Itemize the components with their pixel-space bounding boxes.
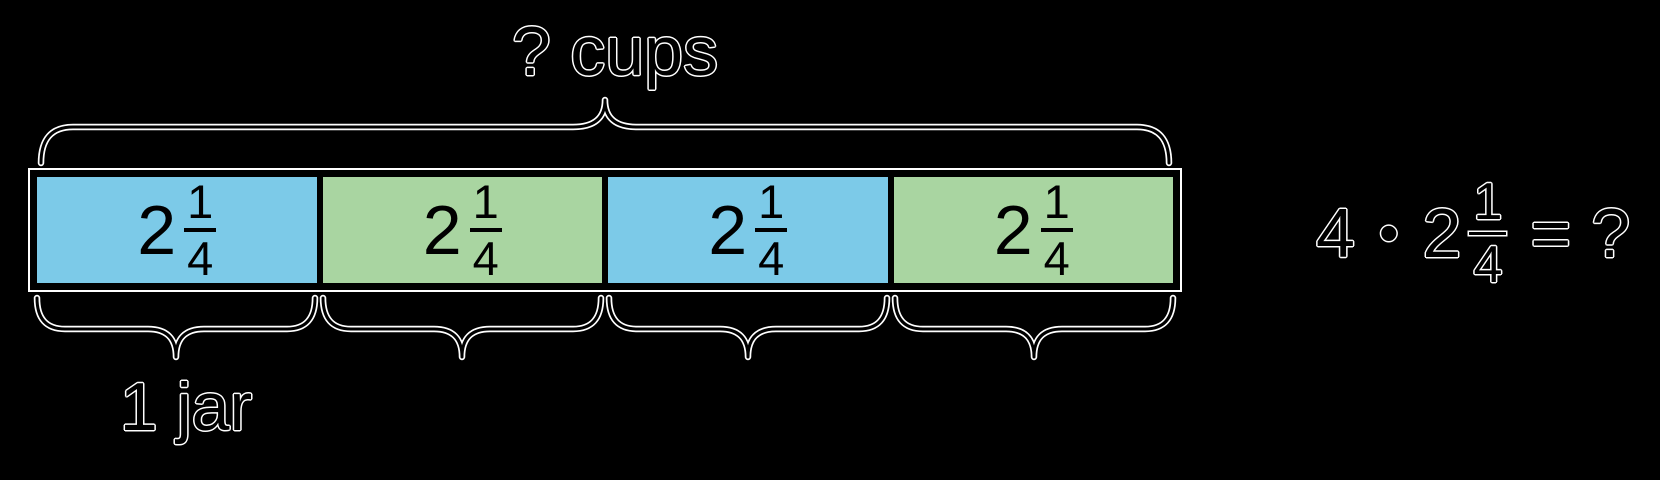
fraction-numerator: 1 xyxy=(1040,178,1073,232)
one-jar-label: 1 jar xyxy=(119,369,253,445)
fraction-denominator: 4 xyxy=(187,232,214,285)
equation-whole-number: 2 xyxy=(1422,194,1462,272)
fraction: 1 4 xyxy=(469,178,502,285)
whole-number: 2 xyxy=(422,191,462,269)
equation-result-question: ? xyxy=(1591,194,1631,272)
tape-bar: 2 1 4 2 1 4 2 1 4 xyxy=(28,168,1182,292)
whole-number: 2 xyxy=(137,191,177,269)
equation-fraction: 1 4 xyxy=(1469,172,1507,294)
segment-value: 2 1 4 xyxy=(708,178,788,285)
fraction-numerator: 1 xyxy=(184,178,217,232)
segment-value: 2 1 4 xyxy=(994,178,1073,282)
equation: 4 • 2 1 4 = ? xyxy=(1316,172,1631,294)
tape-segment-4: 2 1 4 xyxy=(893,177,1173,283)
equals-sign: = xyxy=(1530,194,1572,272)
fraction-denominator: 4 xyxy=(1043,232,1070,285)
fraction-numerator: 1 xyxy=(469,178,502,232)
whole-number: 2 xyxy=(708,191,748,269)
fraction: 1 4 xyxy=(184,178,217,285)
segment-value: 2 1 4 xyxy=(137,178,217,285)
total-cups-label: ? cups xyxy=(511,12,719,90)
equation-fraction-numerator: 1 xyxy=(1473,172,1503,231)
fraction-denominator: 4 xyxy=(472,232,499,285)
multiplication-dot-icon: • xyxy=(1378,201,1399,264)
equation-fraction-bar xyxy=(1469,231,1507,235)
tape-segment-3: 2 1 4 xyxy=(608,177,894,283)
equation-fraction-denominator: 4 xyxy=(1473,235,1503,294)
fraction: 1 4 xyxy=(755,178,788,285)
fraction-denominator: 4 xyxy=(758,232,785,285)
equation-multiplier: 4 xyxy=(1316,194,1355,272)
whole-number: 2 xyxy=(993,191,1033,269)
fraction-numerator: 1 xyxy=(755,178,788,232)
tape-segment-2: 2 1 4 xyxy=(322,177,608,283)
segment-value: 2 1 4 xyxy=(423,178,502,282)
fraction: 1 4 xyxy=(1040,178,1073,285)
tape-segment-1: 2 1 4 xyxy=(37,177,323,283)
